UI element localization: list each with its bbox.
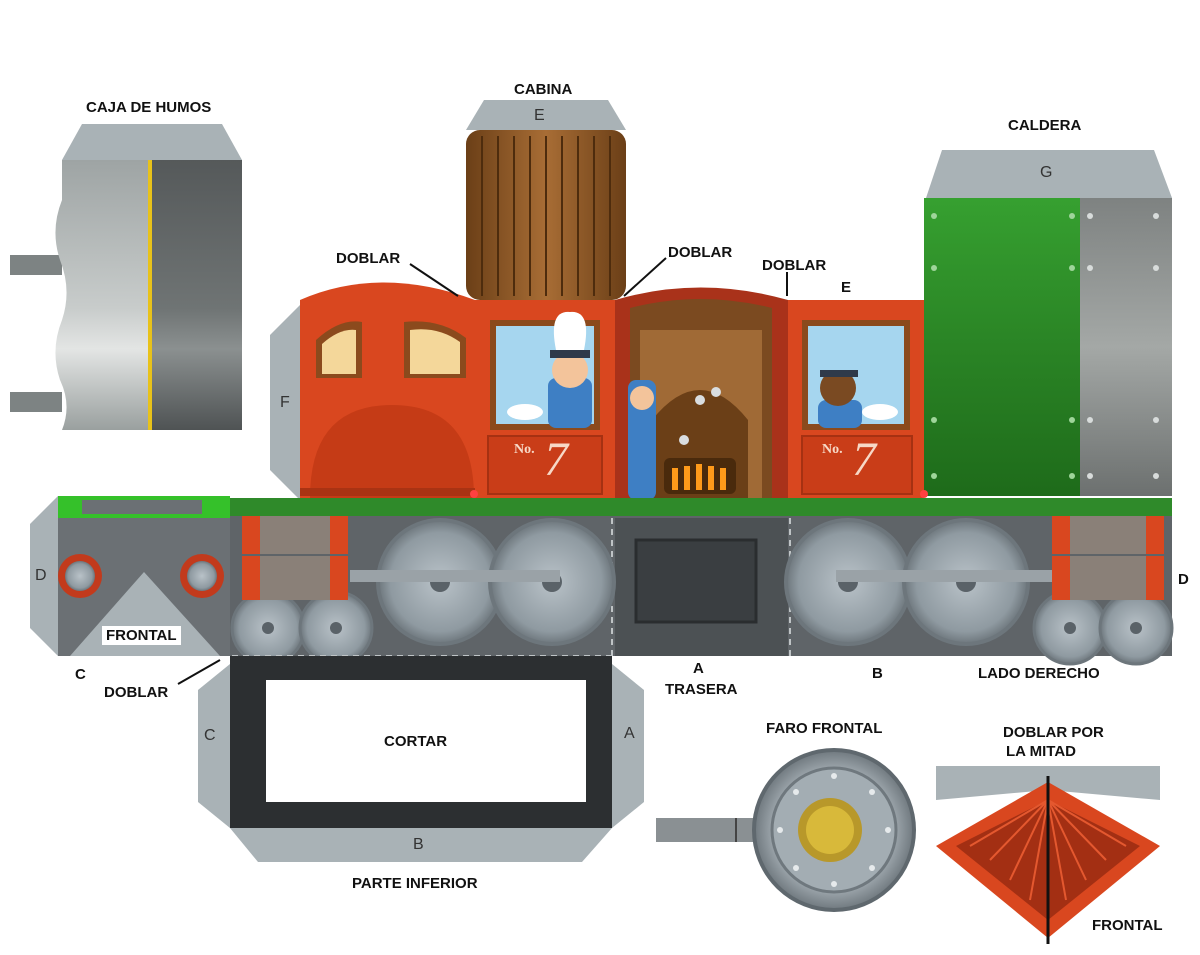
label-back: TRASERA — [665, 681, 738, 698]
tab-bottom-left: C — [204, 727, 216, 744]
label-fold-half-1: DOBLAR POR — [1003, 724, 1104, 741]
label-front-cone: FRONTAL — [1092, 917, 1163, 934]
tab-cab-left: F — [280, 394, 290, 411]
cab-number-digit-right: 7 — [852, 433, 876, 486]
label-smokebox: CAJA DE HUMOS — [86, 99, 212, 116]
label-fold-1: DOBLAR — [336, 250, 401, 267]
label-fold-4: DOBLAR — [104, 684, 169, 701]
tab-bottom-right: A — [624, 725, 635, 742]
boiler-piece — [924, 150, 1172, 496]
tab-bottom-base: B — [413, 836, 424, 853]
chassis-side-piece — [230, 498, 1174, 666]
label-cut: CORTAR — [384, 733, 448, 750]
cylinders — [242, 516, 1164, 600]
wheels — [230, 518, 1174, 666]
cab-back-piece — [615, 287, 788, 518]
tab-front-bottom: C — [75, 666, 86, 683]
cab-number-prefix-left: No. — [514, 442, 535, 457]
label-front: FRONTAL — [102, 626, 181, 645]
label-cabin: CABINA — [514, 81, 573, 98]
cabin-roof-piece — [466, 100, 626, 300]
tab-front-left: D — [35, 567, 47, 584]
cab-number-digit-left: 7 — [544, 433, 568, 486]
label-boiler: CALDERA — [1008, 117, 1082, 134]
fold-leaders — [177, 257, 788, 685]
cowcatcher-piece — [936, 766, 1160, 944]
cab-left-piece — [270, 282, 475, 500]
label-fold-half-2: LA MITAD — [1006, 743, 1076, 760]
label-fold-2: DOBLAR — [668, 244, 733, 261]
tab-right-end: D — [1178, 571, 1189, 588]
tab-cab-right: E — [841, 279, 852, 296]
tab-boiler-top: G — [1040, 164, 1053, 181]
label-fold-3: DOBLAR — [762, 257, 827, 274]
cab-number-prefix-right: No. — [822, 442, 843, 457]
cab-side-driver-piece — [475, 300, 615, 500]
cab-side-fireman-piece — [470, 300, 928, 500]
label-headlight: FARO FRONTAL — [766, 720, 883, 737]
tab-cabin-top: E — [534, 107, 545, 124]
label-right-side: LADO DERECHO — [978, 665, 1100, 682]
smokebox-piece — [10, 124, 242, 430]
label-back-tab: A — [693, 660, 704, 677]
bottom-piece — [198, 656, 644, 862]
headlight-piece — [656, 748, 916, 912]
tab-side-bottom: B — [872, 665, 883, 682]
label-bottom: PARTE INFERIOR — [352, 875, 478, 892]
